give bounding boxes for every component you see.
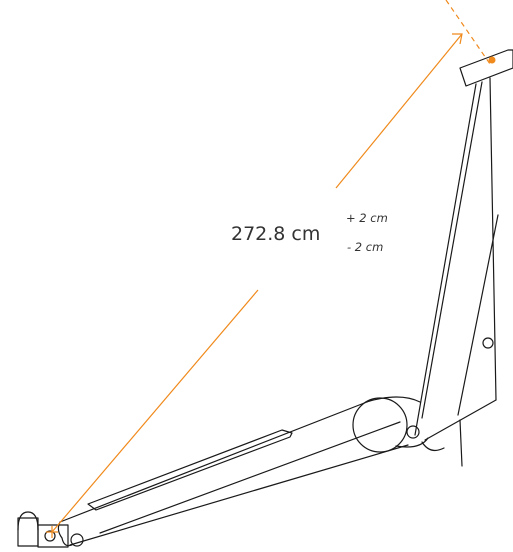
mast-strut: [457, 214, 499, 416]
mast-left-edge: [414, 83, 477, 436]
base-block: [37, 524, 69, 548]
boom-bottom-edge: [69, 444, 409, 546]
elbow-top-curve: [365, 396, 421, 403]
boom-rail: [87, 429, 293, 511]
tolerance-minus: - 2 cm: [347, 240, 384, 254]
boom-inner-line: [99, 421, 401, 534]
mast-foot-curve: [421, 441, 445, 452]
top-head: [459, 49, 513, 87]
base-bracket: [17, 511, 69, 548]
measure-origin-cross: [46, 526, 58, 538]
top-head-block: [459, 49, 513, 87]
tolerance-plus: + 2 cm: [346, 211, 388, 225]
base-dome: [17, 511, 39, 531]
measurement-overlay: [46, 0, 491, 538]
mast-pin: [482, 337, 494, 349]
mast-inner-line: [421, 81, 483, 419]
boom-foot-curve: [61, 537, 73, 547]
boom-top-edge: [59, 399, 373, 523]
measure-extension-dashed: [445, 0, 491, 65]
measure-endpoint-dot: [488, 56, 496, 64]
measure-line-upper: [335, 33, 463, 189]
measure-arrowhead: [452, 33, 463, 45]
elbow-hub: [352, 397, 408, 453]
boom-pivot-pin: [70, 533, 84, 547]
base-bolt: [44, 530, 56, 542]
upper-mast: [414, 77, 499, 467]
base-plate: [17, 517, 39, 547]
main-boom: [57, 399, 409, 547]
elbow-pivot-pin: [406, 425, 420, 439]
measure-line-lower: [51, 289, 259, 533]
measurement-value: 272.8 cm: [231, 223, 321, 245]
mast-hanger: [459, 419, 463, 467]
